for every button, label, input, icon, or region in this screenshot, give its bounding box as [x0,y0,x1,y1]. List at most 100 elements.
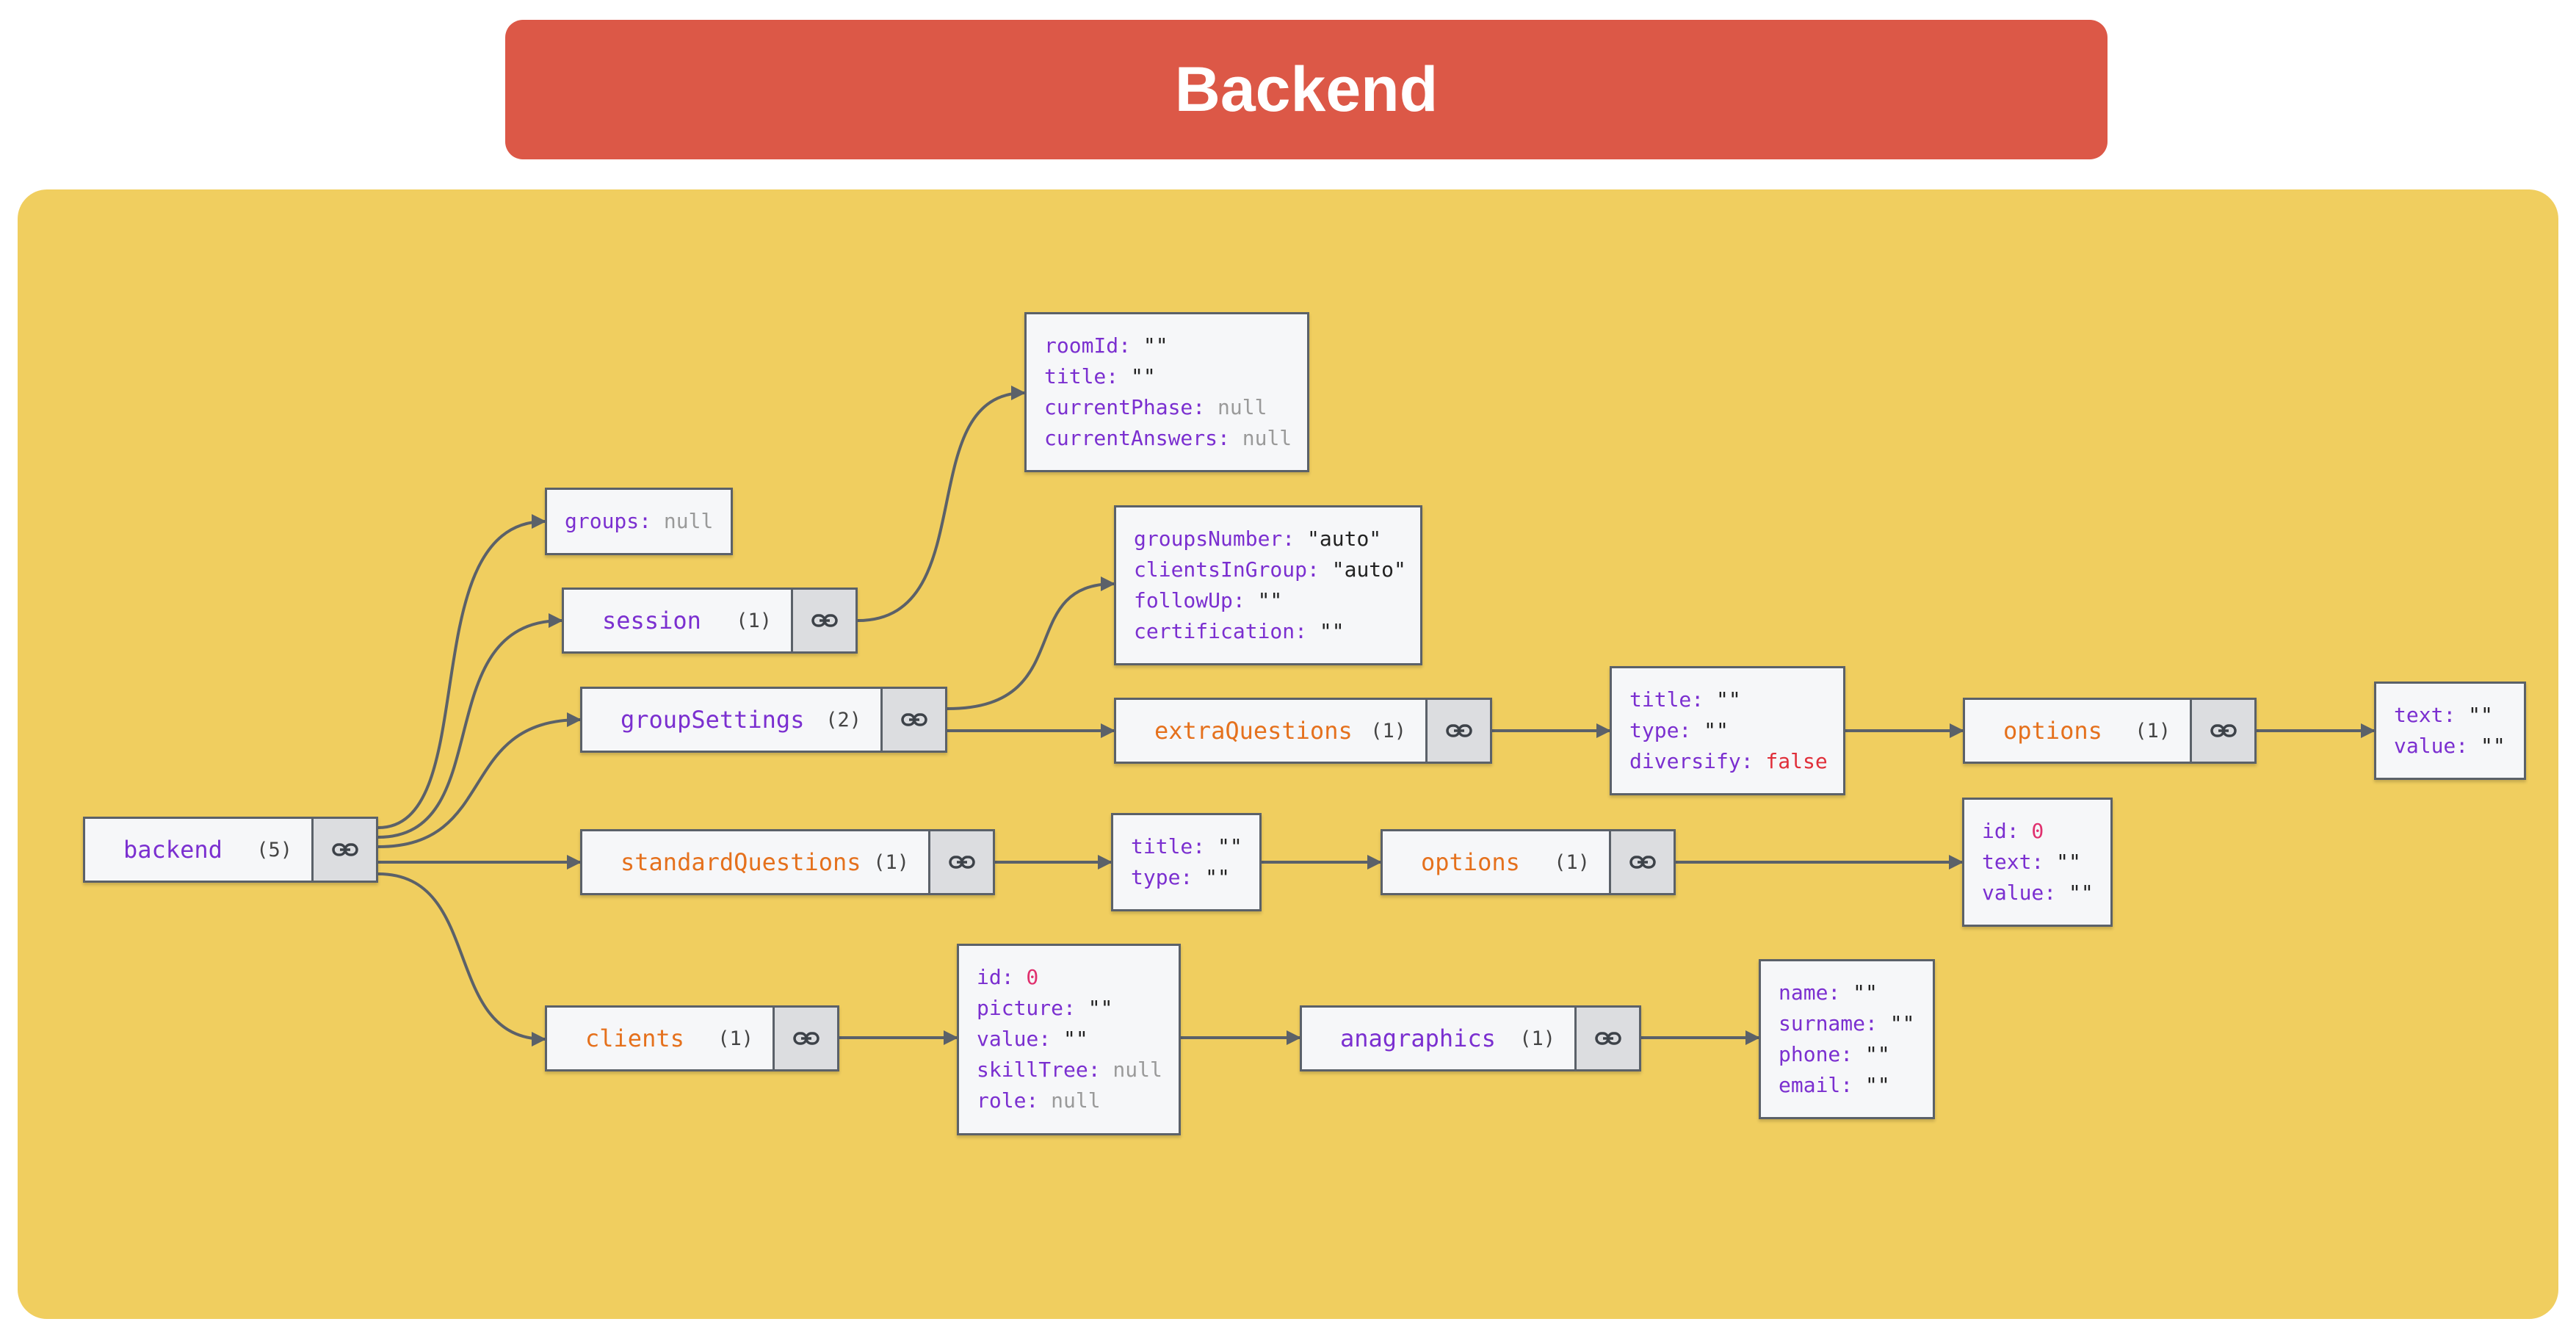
node-label: anagraphics [1340,1024,1496,1052]
property-key: value: [1982,881,2057,905]
property-row: diversify: false [1629,746,1828,777]
property-row: id: 0 [977,962,1161,993]
property-value: "" [2056,881,2094,905]
property-row: name: "" [1779,977,1915,1008]
property-value: null [1229,426,1292,450]
property-value: 0 [1013,965,1039,989]
property-key: role: [977,1088,1039,1113]
clients-node[interactable]: clients (1) [545,1005,839,1071]
property-value: "" [1877,1011,1915,1035]
property-key: title: [1131,834,1206,859]
property-row: currentAnswers: null [1044,423,1292,454]
property-row: groups: null [565,506,713,537]
node-label: groupSettings [621,706,805,734]
child-count: (1) [873,850,909,874]
link-icon[interactable] [1574,1008,1639,1069]
anagraphics-properties: name: ""surname: ""phone: ""email: "" [1759,959,1935,1119]
property-row: email: "" [1779,1070,1915,1101]
property-key: certification: [1134,619,1308,643]
groupsettings-properties: groupsNumber: "auto"clientsInGroup: "aut… [1114,505,1422,665]
page-title: Backend [1174,54,1439,125]
property-row: text: "" [2394,700,2506,731]
property-value: "" [1307,619,1345,643]
property-row: skillTree: null [977,1055,1162,1085]
property-value: "" [1051,1027,1088,1051]
property-value: "" [1075,996,1113,1020]
link-icon[interactable] [2190,700,2254,762]
property-value: "" [2468,734,2506,758]
property-key: picture: [977,996,1076,1020]
property-row: roomId: "" [1044,330,1289,361]
property-key: name: [1779,980,1841,1005]
session-node[interactable]: session (1) [562,588,858,654]
property-value: "" [1853,1073,1890,1097]
property-value: null [1205,395,1267,419]
property-key: groups: [565,509,652,533]
link-icon[interactable] [1425,700,1490,762]
property-row: title: "" [1044,361,1289,392]
anagraphics-node[interactable]: anagraphics (1) [1300,1005,1641,1071]
edge-groupsettings-props [947,576,1115,710]
property-key: currentAnswers: [1044,426,1230,450]
node-label: session [602,607,701,635]
node-label: backend [123,836,222,864]
standardquestions-options-node[interactable]: options (1) [1381,829,1676,895]
property-row: title: "" [1131,831,1242,862]
property-key: value: [977,1027,1052,1051]
property-value: "" [1704,687,1741,712]
child-count: (5) [256,838,292,861]
extraquestions-options-node[interactable]: options (1) [1963,698,2257,764]
child-count: (1) [1554,850,1590,874]
link-icon[interactable] [880,689,945,751]
property-key: id: [977,965,1014,989]
property-row: groupsNumber: "auto" [1134,524,1403,554]
edge-session-props [857,386,1026,622]
extraquestions-options-properties: text: ""value: "" [2374,682,2526,780]
child-count: (1) [1519,1027,1555,1050]
edge-backend-session [377,613,563,839]
node-label: extraQuestions [1154,717,1353,745]
property-key: groupsNumber: [1134,527,1295,551]
property-key: title: [1629,687,1704,712]
property-value: "" [1245,588,1283,612]
child-count: (1) [1370,719,1406,742]
property-key: diversify: [1629,749,1754,773]
property-key: followUp: [1134,588,1245,612]
groupsettings-node[interactable]: groupSettings (2) [580,687,947,753]
property-row: certification: "" [1134,616,1403,647]
backend-node[interactable]: backend (5) [83,817,378,883]
property-value: "" [1118,364,1156,388]
property-row: value: "" [1982,878,2094,908]
link-icon[interactable] [791,590,855,651]
property-key: type: [1131,865,1193,889]
node-label: options [1421,848,1520,876]
link-icon[interactable] [773,1008,837,1069]
extraquestions-node[interactable]: extraQuestions (1) [1114,698,1492,764]
property-row: clientsInGroup: "auto" [1134,554,1406,585]
property-row: currentPhase: null [1044,392,1289,423]
standardquestions-node[interactable]: standardQuestions (1) [580,829,995,895]
property-value: null [651,509,714,533]
property-row: type: "" [1629,715,1826,746]
link-icon[interactable] [928,831,993,893]
property-value: "" [2044,850,2081,874]
property-value: "auto" [1295,527,1382,551]
property-row: title: "" [1629,684,1826,715]
page-title-banner: Backend [505,20,2108,159]
link-icon[interactable] [1609,831,1674,893]
property-row: followUp: "" [1134,585,1403,616]
edge-backend-groupsettings [377,712,582,848]
property-key: title: [1044,364,1119,388]
edge-backend-groups [377,514,546,829]
property-key: text: [1982,850,2044,874]
link-icon[interactable] [311,819,376,881]
property-value: "" [1691,718,1729,742]
property-row: value: "" [2394,731,2506,762]
property-value: "" [1853,1042,1890,1066]
property-key: type: [1629,718,1692,742]
property-value: "" [1840,980,1878,1005]
property-value: null [1038,1088,1101,1113]
property-key: clientsInGroup: [1134,557,1320,582]
